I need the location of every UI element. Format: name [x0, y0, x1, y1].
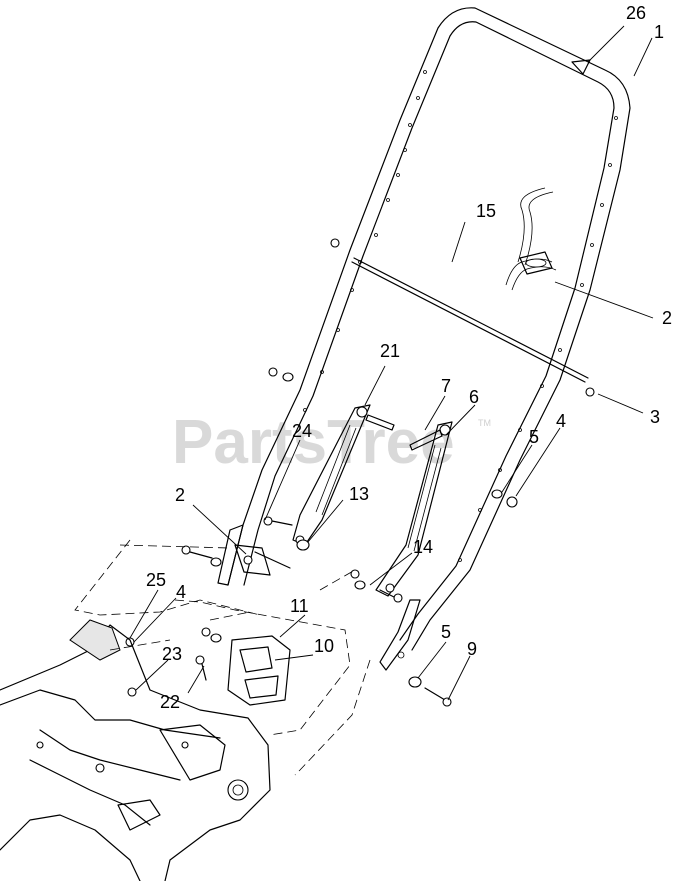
- callout-26: 26: [626, 3, 646, 23]
- callout-22: 22: [160, 692, 180, 712]
- callout-2-lower: 2: [175, 485, 185, 505]
- callout-9: 9: [467, 639, 477, 659]
- link-arm-right: [375, 421, 453, 597]
- watermark-text: PartsTree: [172, 408, 455, 477]
- pivot-bracket: [234, 544, 291, 576]
- callout-24: 24: [292, 421, 312, 441]
- watermark: PartsTree TM: [172, 408, 491, 477]
- callout-7: 7: [441, 376, 451, 396]
- callout-4-lower: 4: [176, 582, 186, 602]
- callout-10: 10: [314, 636, 334, 656]
- callout-21: 21: [380, 341, 400, 361]
- callout-3: 3: [650, 407, 660, 427]
- leader-lines: [129, 25, 654, 701]
- callout-13: 13: [349, 484, 369, 504]
- callout-23: 23: [162, 644, 182, 664]
- fasteners: [125, 367, 518, 707]
- callout-5-lower: 5: [441, 622, 451, 642]
- handle-frame: [217, 7, 631, 671]
- callouts: 1 26 15 2 3 21 7 6 5 4 24 13 2 14 25 4 1…: [146, 3, 672, 712]
- rod: [330, 238, 595, 397]
- callout-2-upper: 2: [662, 308, 672, 328]
- callout-25: 25: [146, 570, 166, 590]
- callout-11: 11: [290, 596, 309, 616]
- callout-5-upper: 5: [529, 427, 539, 447]
- assembly-lines: [74, 539, 371, 776]
- callout-15: 15: [476, 201, 496, 221]
- watermark-trademark: TM: [478, 418, 491, 428]
- control-cable: [505, 187, 557, 291]
- callout-1: 1: [654, 22, 664, 42]
- callout-14: 14: [413, 537, 433, 557]
- callout-6: 6: [469, 387, 479, 407]
- mower-deck: [0, 619, 271, 881]
- bracket-10: [227, 635, 291, 706]
- callout-4-upper: 4: [556, 411, 566, 431]
